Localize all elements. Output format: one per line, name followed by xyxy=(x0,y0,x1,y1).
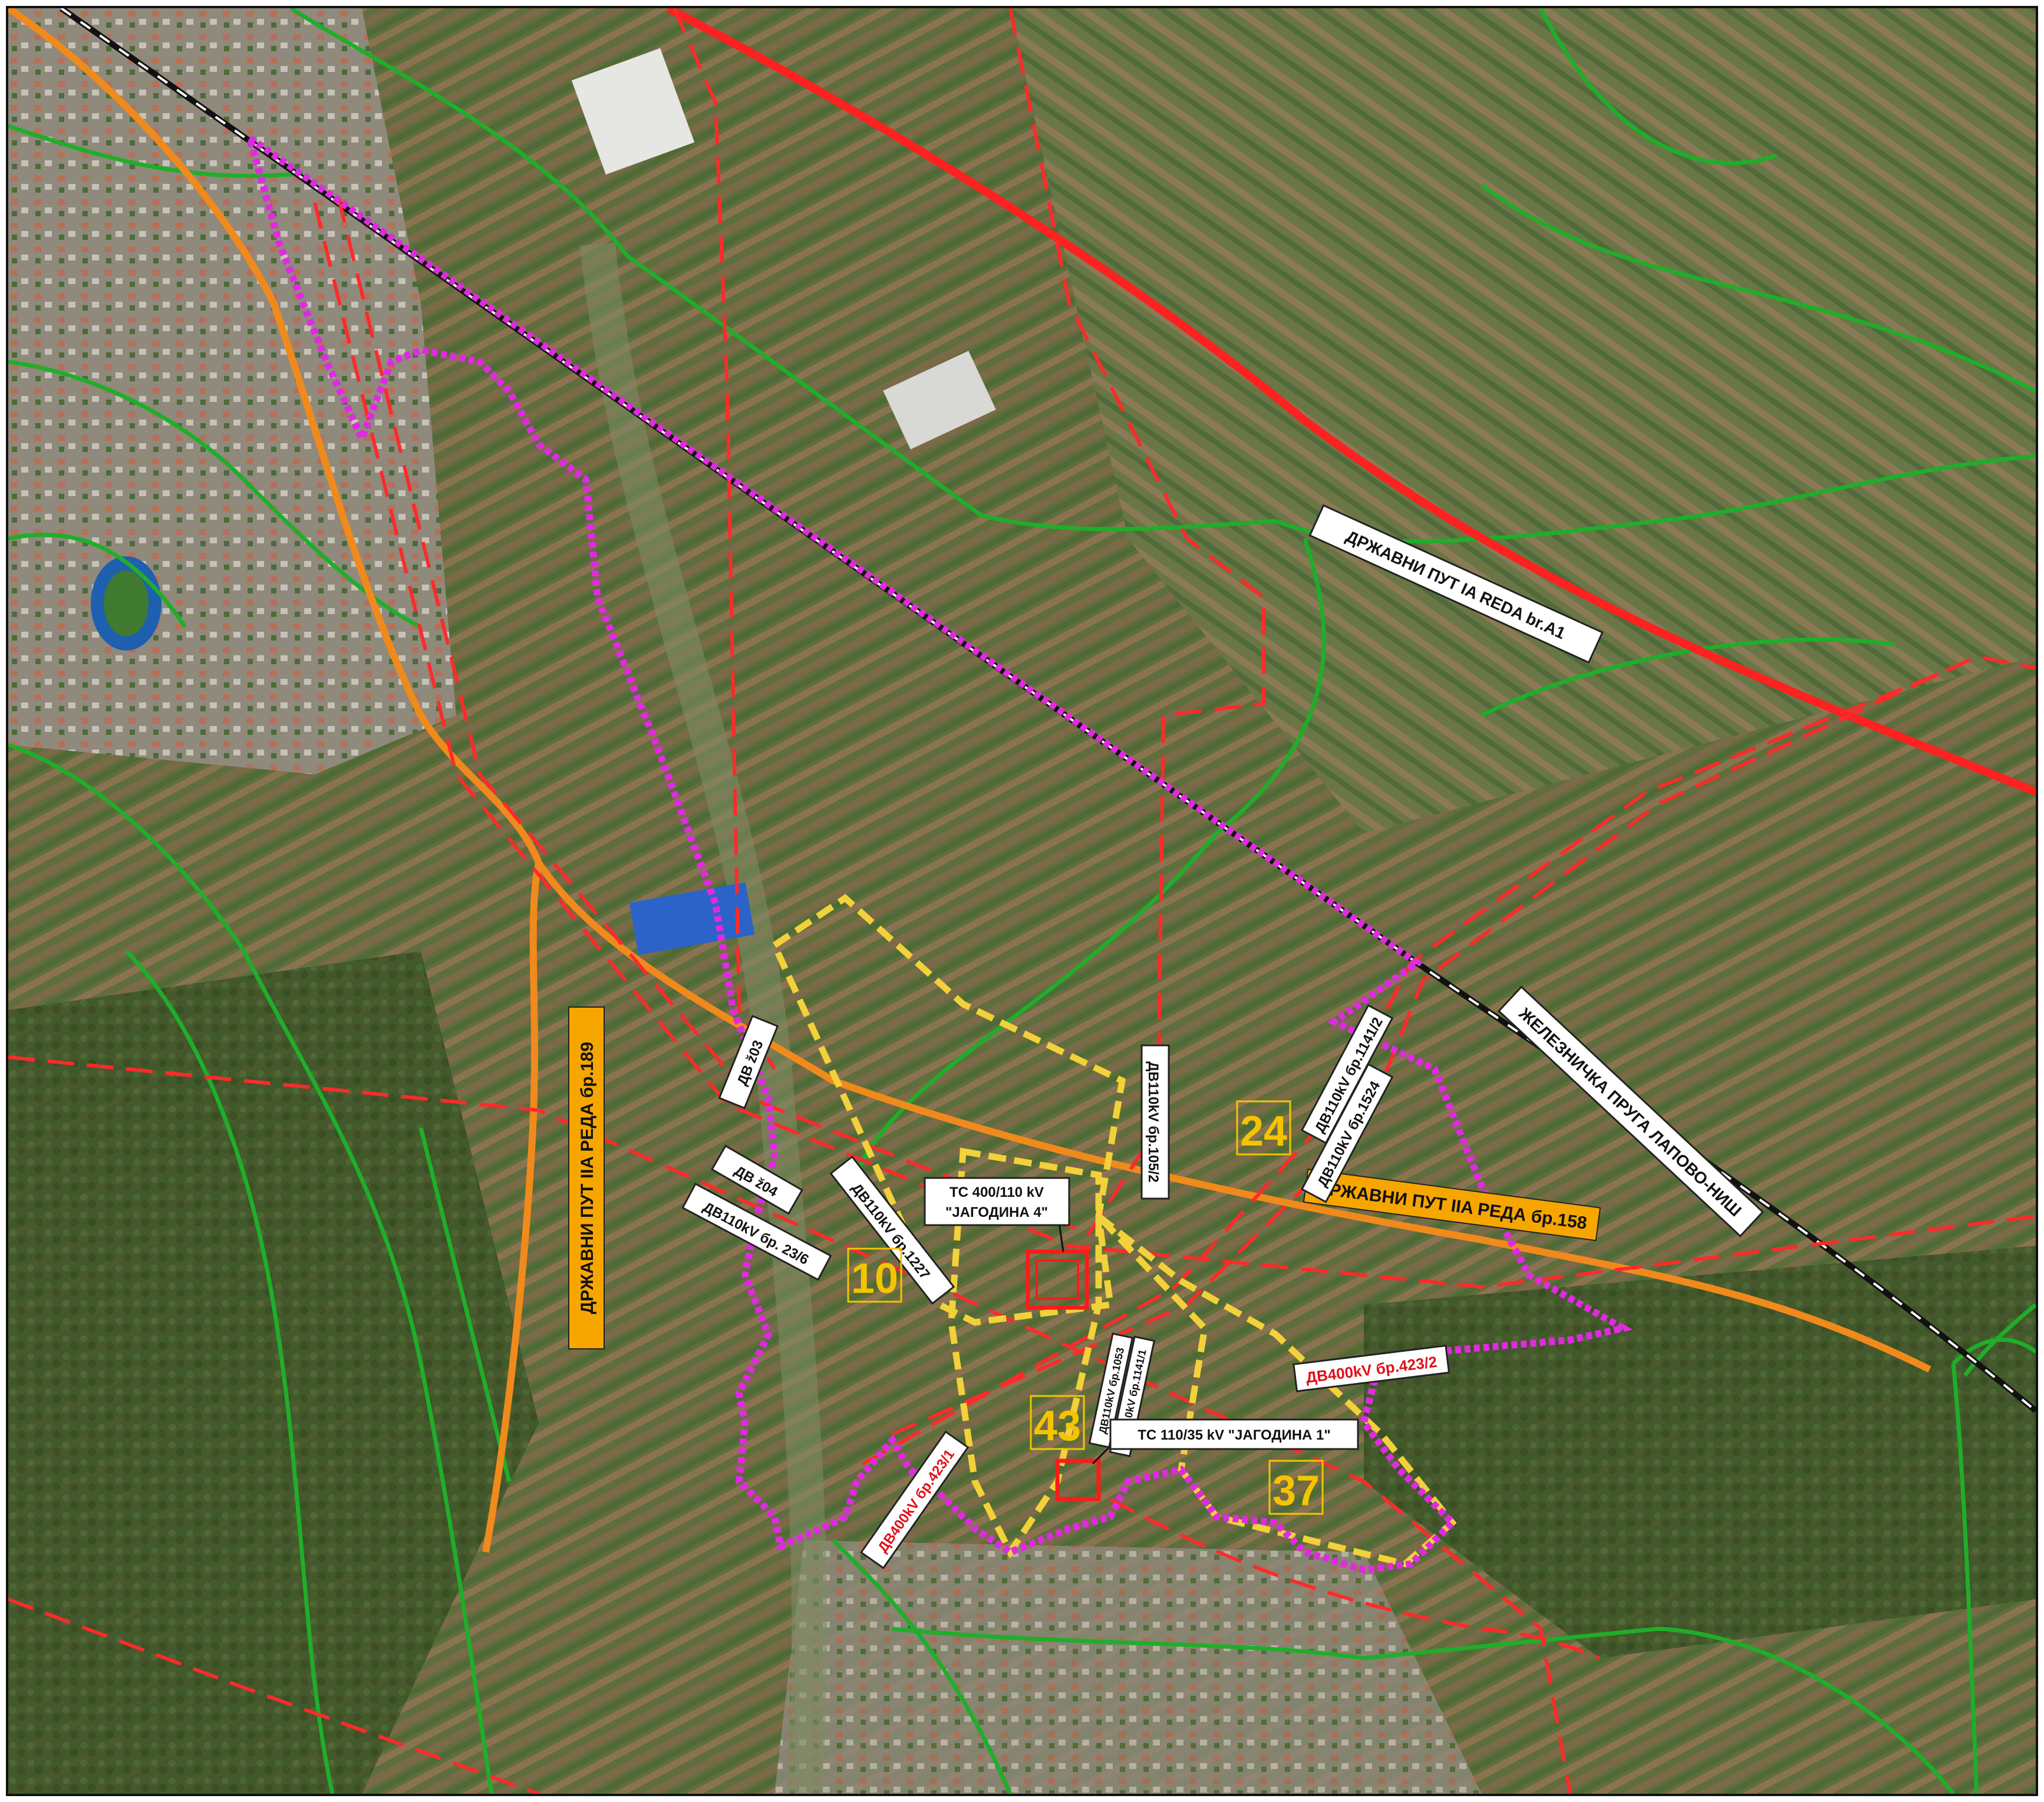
substation-110-35[interactable] xyxy=(1055,1458,1101,1501)
forest-south-west xyxy=(8,951,539,1794)
svg-text:ДВ110kV бр.105/2: ДВ110kV бр.105/2 xyxy=(1145,1061,1161,1182)
label-ts-110-35: ТС 110/35 kV "ЈАГОДИНА 1" xyxy=(1109,1418,1359,1450)
svg-text:24: 24 xyxy=(1240,1108,1287,1155)
forest-east xyxy=(1364,1246,2036,1658)
local-roads xyxy=(8,8,2036,1794)
label-ts-400-110: ТС 400/110 kV "ЈАГОДИНА 4" xyxy=(924,1177,1070,1226)
zone-label-10: 10 xyxy=(847,1247,902,1303)
industrial-complex-north xyxy=(571,48,695,175)
railway-line xyxy=(60,8,2036,1413)
river-valley xyxy=(580,242,828,1794)
zone-label-43: 43 xyxy=(1030,1395,1085,1450)
road-189 xyxy=(482,862,542,1553)
zone-label-24: 24 xyxy=(1236,1100,1291,1156)
svg-text:37: 37 xyxy=(1272,1467,1320,1514)
label-road-189: ДРЖАВНИ ПУТ IIA РЕДА бр.189 xyxy=(568,1006,605,1349)
map-canvas[interactable]: ДРЖАВНИ ПУТ IA REDA br.A1 ЖЕЛЕЗНИЧКА ПРУ… xyxy=(8,8,2036,1794)
svg-text:10: 10 xyxy=(851,1255,898,1302)
stadium-field xyxy=(104,570,149,636)
zone-label-37: 37 xyxy=(1268,1460,1324,1515)
road-158 xyxy=(8,8,1931,1373)
svg-text:ТС 400/110 kV: ТС 400/110 kV xyxy=(950,1184,1044,1200)
svg-text:"ЈАГОДИНА 4": "ЈАГОДИНА 4" xyxy=(945,1204,1048,1220)
zone-boundary-43 xyxy=(948,1147,1102,1559)
label-dv400-423-2: ДВ400kV бр.423/2 xyxy=(1293,1344,1450,1392)
highway-a1 xyxy=(666,8,2036,796)
svg-text:43: 43 xyxy=(1034,1402,1081,1450)
urban-area-south xyxy=(774,1540,1482,1794)
svg-text:ТС 110/35 kV "ЈАГОДИНА 1": ТС 110/35 kV "ЈАГОДИНА 1" xyxy=(1138,1427,1331,1443)
label-dv-203: ДВ ž03 xyxy=(718,1015,779,1110)
map-frame[interactable]: ДРЖАВНИ ПУТ IA REDA br.A1 ЖЕЛЕЗНИЧКА ПРУ… xyxy=(6,6,2038,1796)
substation-400-110[interactable] xyxy=(1026,1249,1089,1310)
industrial-complex-mid xyxy=(883,351,996,450)
label-dv110-105-2: ДВ110kV бр.105/2 xyxy=(1140,1044,1170,1200)
terrain-east-fields xyxy=(1010,8,2036,833)
substation-400-110-inner xyxy=(1036,1259,1079,1300)
svg-text:ДРЖАВНИ ПУТ IIA РЕДА бр.189: ДРЖАВНИ ПУТ IIA РЕДА бр.189 xyxy=(578,1042,597,1314)
